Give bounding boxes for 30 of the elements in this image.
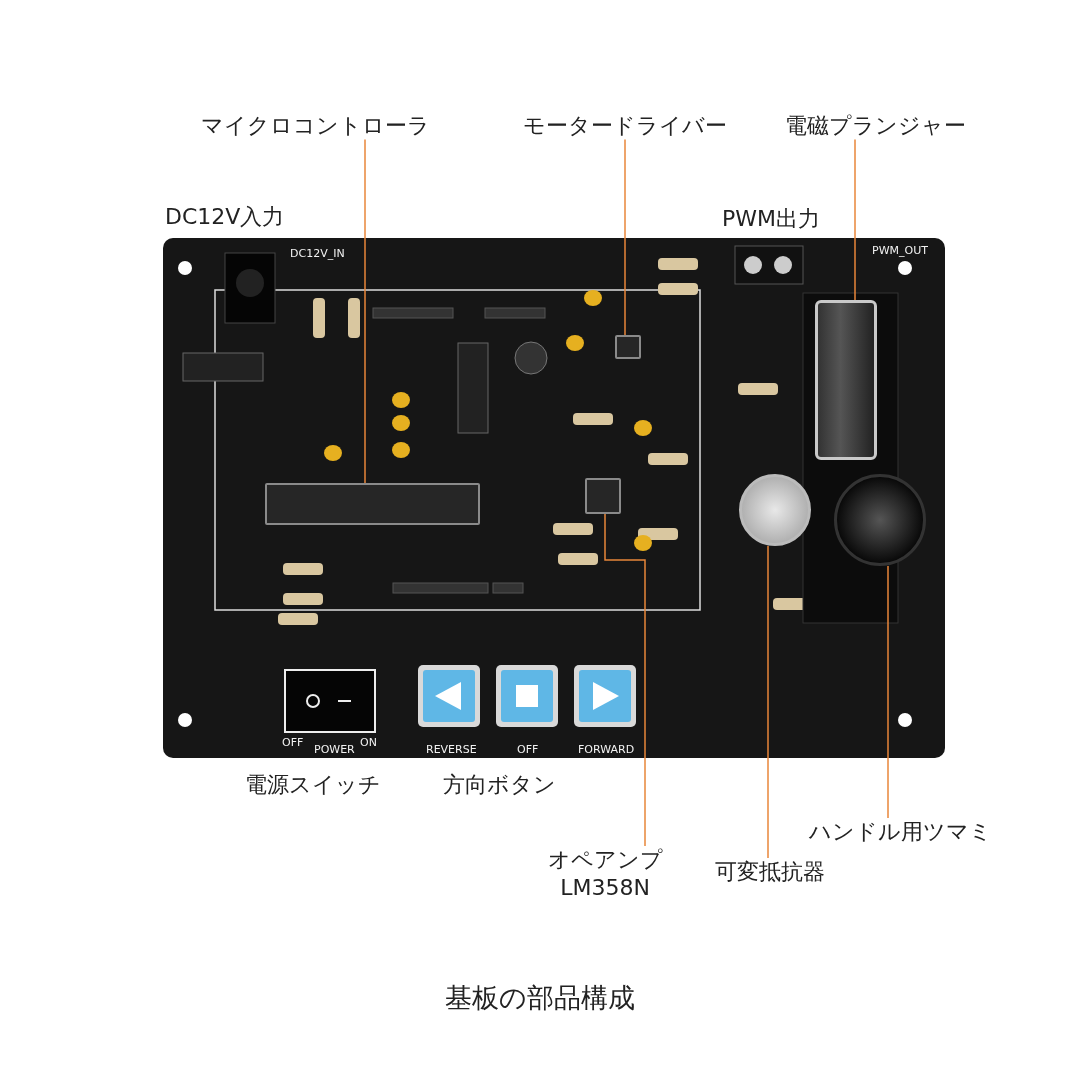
silkscreen-label: OFF	[517, 743, 539, 756]
leader-line	[364, 138, 366, 484]
component-label: DC12V入力	[165, 203, 285, 231]
leader-line	[767, 545, 769, 859]
callout-text: モータードライバー	[522, 112, 728, 140]
caption: 基板の部品構成	[445, 981, 635, 1015]
component-label: 方向ボタン	[443, 771, 556, 799]
ic-chip	[615, 335, 641, 359]
silkscreen-label: FORWARD	[578, 743, 635, 756]
callout-text: LM358N	[559, 873, 651, 901]
silkscreen-label: DC12V_IN	[290, 247, 345, 260]
callout-text: マイクロコントローラ	[200, 112, 430, 140]
ic-chip	[265, 483, 480, 525]
silkscreen-label: ON	[360, 736, 377, 749]
leader-line	[624, 138, 626, 336]
silkscreen-label: REVERSE	[426, 743, 477, 756]
ic-chip	[585, 478, 621, 514]
leader-line	[887, 565, 889, 819]
callout-text: 可変抵抗器	[714, 858, 826, 886]
silkscreen-label: PWM_OUT	[872, 244, 928, 257]
callout-text: 電磁プランジャー	[783, 112, 967, 140]
callout-text: オペアンプ	[546, 846, 664, 874]
component-label: PWM出力	[722, 205, 820, 233]
silkscreen-label: POWER	[314, 743, 355, 756]
leader-line	[604, 513, 646, 847]
leader-line	[854, 138, 856, 301]
silkscreen-label: OFF	[282, 736, 304, 749]
component-label: 電源スイッチ	[245, 771, 381, 799]
solenoid-plunger	[815, 300, 877, 460]
callout-text: ハンドル用ツマミ	[807, 818, 993, 846]
